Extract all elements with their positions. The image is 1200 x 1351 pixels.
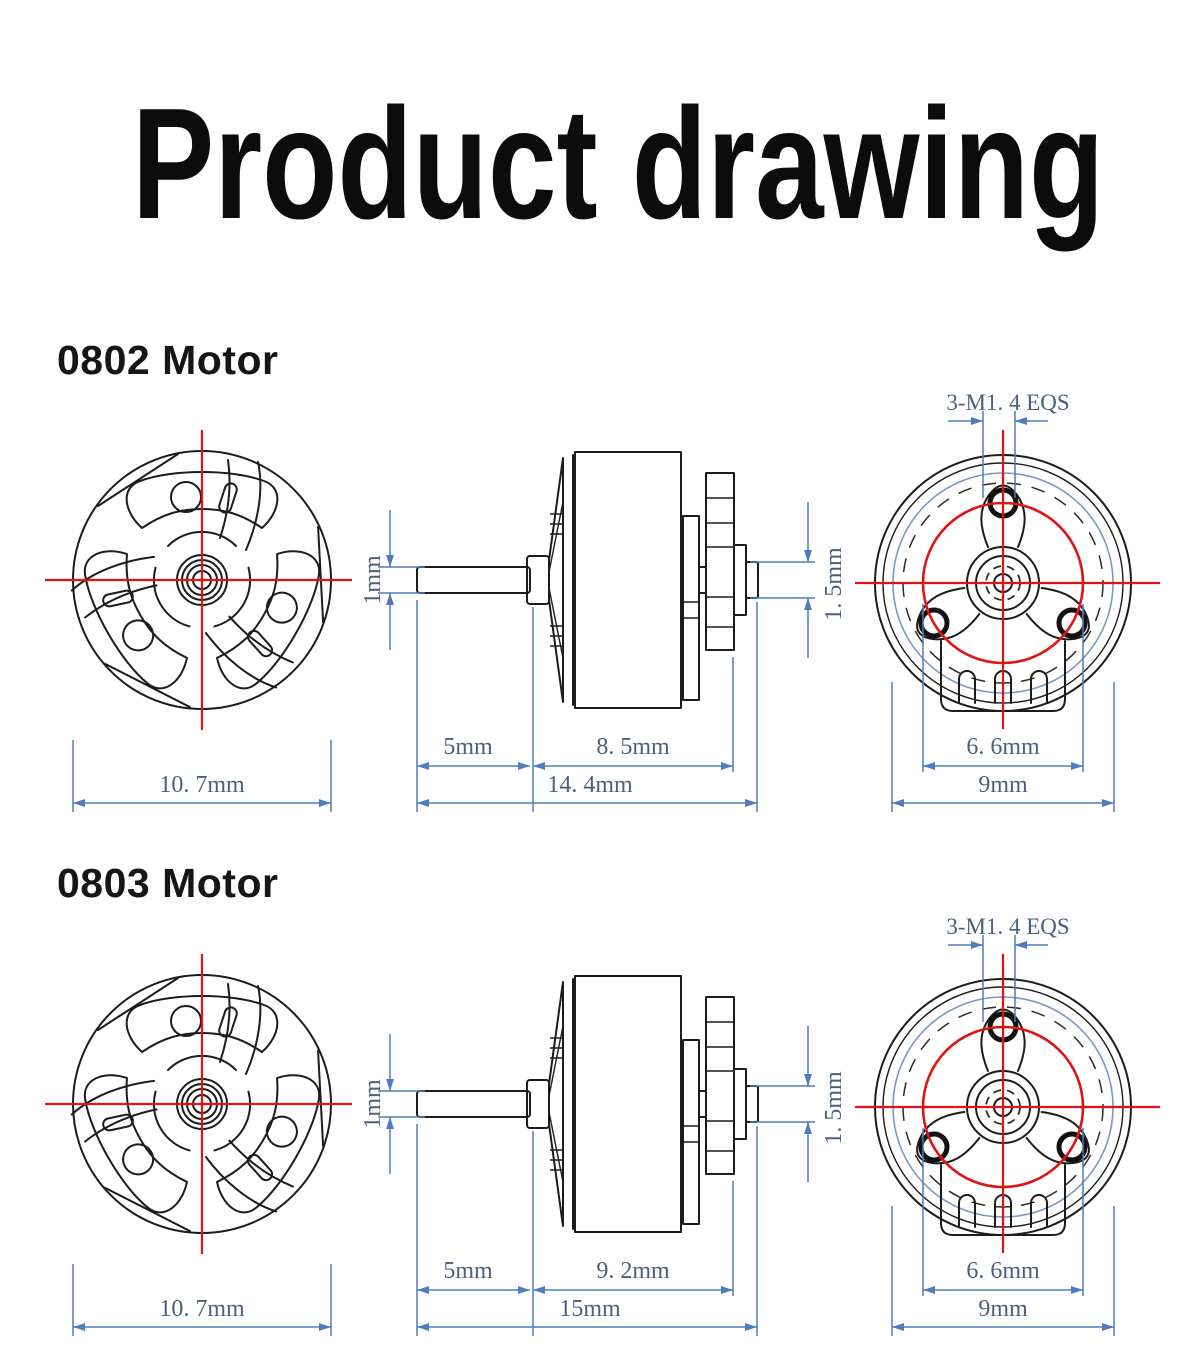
dim-0803-shaft-length: 5mm xyxy=(443,1258,493,1284)
dim-0802-bolt-circle: 6. 6mm xyxy=(966,734,1040,760)
page-title: Product drawing xyxy=(132,76,1105,252)
dim-0803-body-length: 9. 2mm xyxy=(596,1258,670,1284)
dim-0803-total-length: 15mm xyxy=(559,1296,621,1322)
dim-0803-bolt-circle: 6. 6mm xyxy=(966,1258,1040,1284)
dim-0802-mount-holes: 3-M1. 4 EQS xyxy=(946,390,1069,415)
dim-0802-outer-diameter: 9mm xyxy=(978,772,1028,798)
dim-0802-body-length: 8. 5mm xyxy=(596,734,670,760)
dim-0802-rear-shaft-diameter: 1. 5mm xyxy=(821,547,847,621)
motor-0802-heading: 0802 Motor xyxy=(57,337,279,383)
motor-0803-drawing: 10. 7mm 1mm 5mm 9. 2mm 15mm 1. 5mm 3-M1.… xyxy=(0,914,1200,1351)
dim-0802-shaft-diameter: 1mm xyxy=(360,555,386,605)
dim-0803-mount-holes: 3-M1. 4 EQS xyxy=(946,914,1069,939)
dim-0803-outer-diameter: 9mm xyxy=(978,1296,1028,1322)
dim-0803-front-diameter: 10. 7mm xyxy=(159,1296,245,1322)
dim-0802-front-diameter: 10. 7mm xyxy=(159,772,245,798)
motor-0803-heading: 0803 Motor xyxy=(57,860,279,906)
dim-0802-shaft-length: 5mm xyxy=(443,734,493,760)
dim-0803-shaft-diameter: 1mm xyxy=(360,1079,386,1129)
dim-0802-total-length: 14. 4mm xyxy=(547,772,633,798)
motor-0802-drawing: 10. 7mm 1mm 5mm 8. 5mm 14. 4mm 1. 5mm 3-… xyxy=(0,390,1200,827)
dim-0803-rear-shaft-diameter: 1. 5mm xyxy=(821,1071,847,1145)
